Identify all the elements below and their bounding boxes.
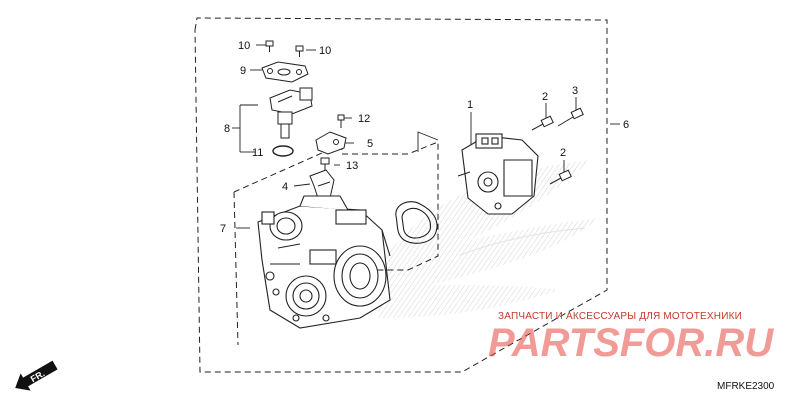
callout-12: 12 bbox=[358, 113, 370, 125]
callout-5: 5 bbox=[367, 138, 373, 150]
clip-4 bbox=[309, 169, 335, 199]
callout-1: 1 bbox=[467, 99, 473, 111]
partsfor-watermark: ЗАПЧАСТИ И АКСЕССУАРЫ ДЛЯ МОТОТЕХНИКИ PA… bbox=[488, 311, 774, 365]
front-direction-arrow: FR. bbox=[15, 360, 58, 391]
watermark-site-name: PARTSFOR.RU bbox=[488, 321, 774, 365]
sensor-8 bbox=[269, 87, 313, 139]
callout-13: 13 bbox=[346, 160, 358, 172]
watermark-tagline: ЗАПЧАСТИ И АКСЕССУАРЫ ДЛЯ МОТОТЕХНИКИ bbox=[498, 311, 742, 322]
oring-11 bbox=[272, 145, 294, 157]
callout-2-top: 2 bbox=[542, 91, 548, 103]
gasket-dashed-box bbox=[342, 141, 439, 271]
plate-9 bbox=[261, 61, 309, 83]
gasket bbox=[395, 201, 438, 244]
bracket-5 bbox=[315, 131, 347, 155]
leader-lines bbox=[232, 44, 620, 229]
diagram-code: MFRKE2300 bbox=[717, 381, 775, 392]
honda-wing-watermark bbox=[378, 160, 600, 318]
callout-6: 6 bbox=[623, 119, 629, 131]
callout-7: 7 bbox=[220, 223, 226, 235]
throttle-body-7 bbox=[257, 195, 391, 329]
callout-3: 3 bbox=[572, 85, 578, 97]
callouts: 10 10 9 8 11 12 5 13 4 7 1 2 3 2 6 bbox=[220, 40, 629, 235]
screw-2-lower bbox=[549, 169, 572, 185]
callout-10-right: 10 bbox=[319, 45, 331, 57]
callout-4: 4 bbox=[282, 181, 288, 193]
screw-3 bbox=[557, 107, 584, 127]
sensor-unit-1 bbox=[457, 133, 539, 215]
bolt-12 bbox=[337, 114, 345, 128]
bolt-10-right bbox=[295, 45, 304, 57]
callout-10-left: 10 bbox=[238, 40, 250, 52]
callout-8: 8 bbox=[224, 123, 230, 135]
callout-9: 9 bbox=[240, 65, 246, 77]
screw-2-top bbox=[531, 115, 554, 131]
bolt-10-left bbox=[265, 40, 274, 52]
callout-2-lower: 2 bbox=[560, 147, 566, 159]
callout-11: 11 bbox=[252, 147, 263, 159]
